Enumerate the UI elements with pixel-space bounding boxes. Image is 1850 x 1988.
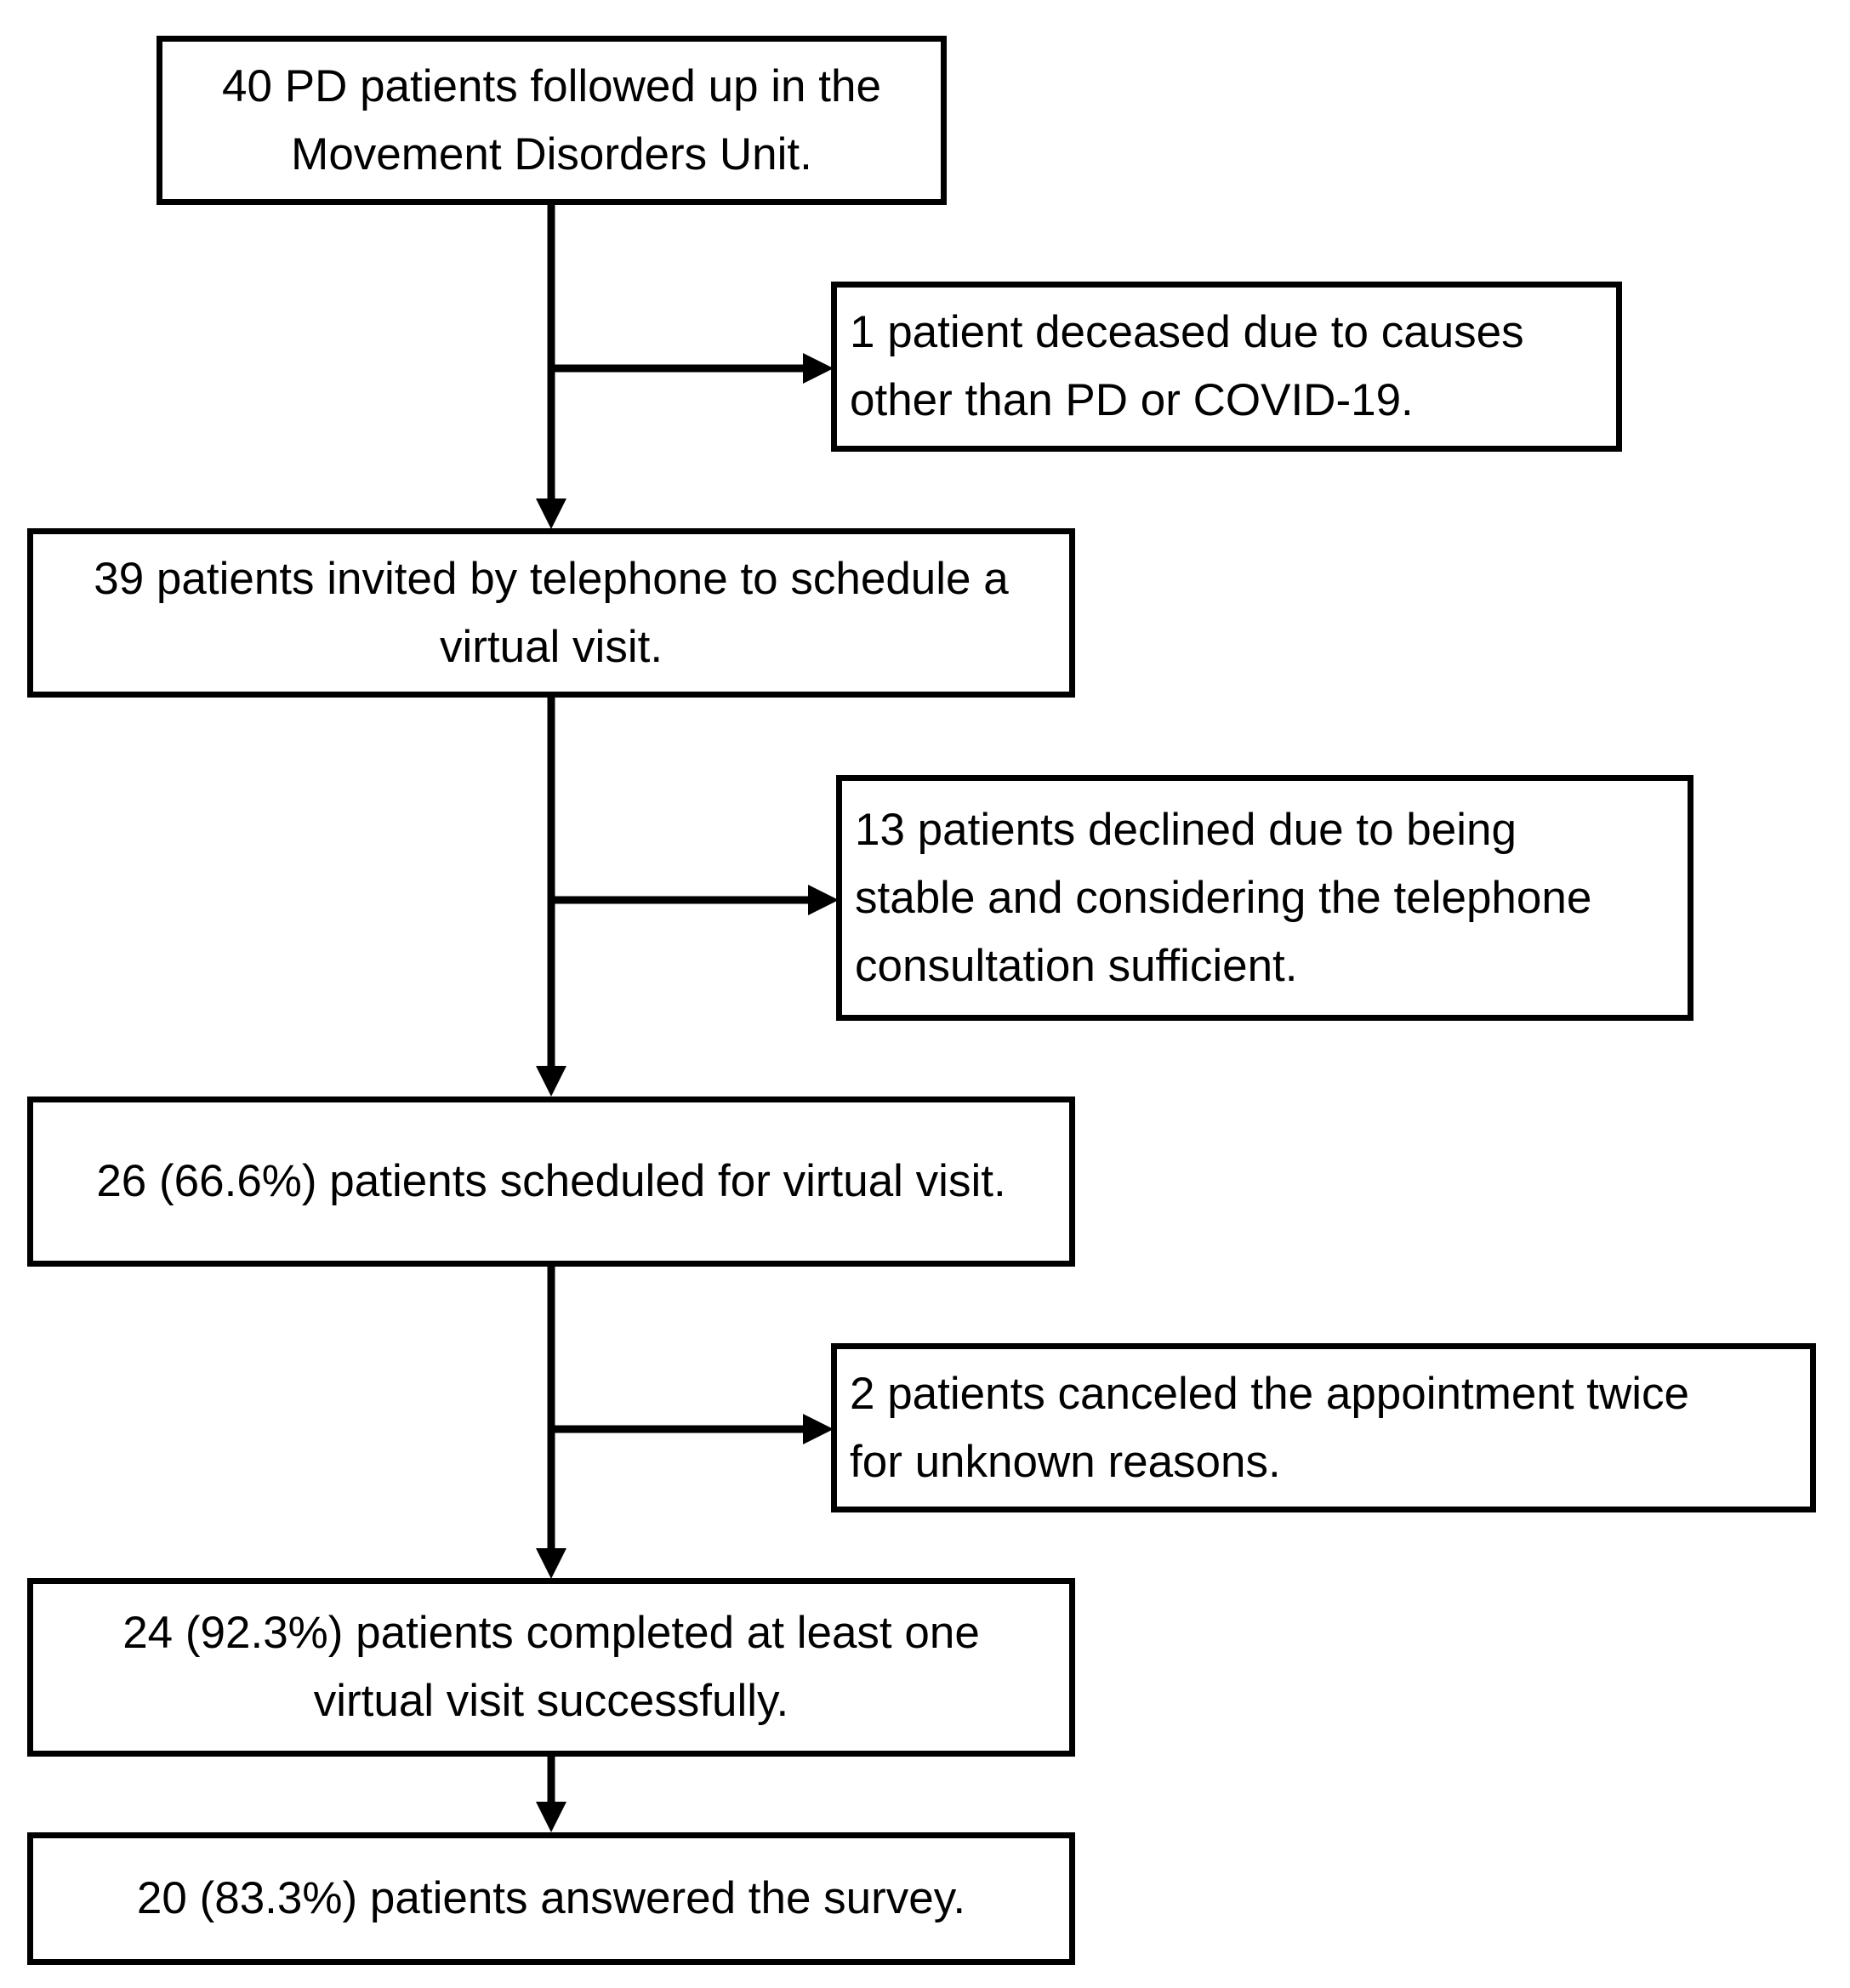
step-text: 40 PD patients followed up in the Moveme…	[222, 53, 881, 189]
step-line: 24 (92.3%) patients completed at least o…	[122, 1608, 980, 1658]
exclusion-text: 1 patient deceased due to causes other t…	[850, 299, 1524, 435]
arrowhead-down-icon	[536, 1066, 566, 1097]
step-line: 26 (66.6%) patients scheduled for virtua…	[96, 1156, 1006, 1206]
exclusion-line: other than PD or COVID-19.	[850, 375, 1414, 425]
step-box-invited: 39 patients invited by telephone to sche…	[27, 528, 1075, 698]
arrowhead-down-icon	[536, 1548, 566, 1579]
exclusion-line: 1 patient deceased due to causes	[850, 307, 1524, 357]
exclusion-text: 13 patients declined due to being stable…	[855, 796, 1591, 1000]
step-text: 20 (83.3%) patients answered the survey.	[137, 1865, 965, 1933]
arrowhead-right-icon	[803, 1414, 834, 1444]
step-line: 40 PD patients followed up in the	[222, 60, 881, 111]
exclusion-text: 2 patients canceled the appointment twic…	[850, 1360, 1689, 1496]
arrowhead-right-icon	[803, 353, 834, 384]
exclusion-line: stable and considering the telephone	[855, 872, 1592, 923]
exclusion-line: 2 patients canceled the appointment twic…	[850, 1368, 1690, 1419]
step-text: 39 patients invited by telephone to sche…	[94, 545, 1009, 681]
step-box-scheduled: 26 (66.6%) patients scheduled for virtua…	[27, 1097, 1075, 1267]
step-line: Movement Disorders Unit.	[291, 128, 812, 179]
step-box-completed: 24 (92.3%) patients completed at least o…	[27, 1578, 1075, 1757]
arrowhead-down-icon	[536, 1802, 566, 1832]
arrowhead-right-icon	[808, 885, 839, 915]
step-box-survey: 20 (83.3%) patients answered the survey.	[27, 1832, 1075, 1965]
exclusion-box-declined: 13 patients declined due to being stable…	[836, 775, 1693, 1021]
step-line: virtual visit.	[439, 621, 663, 672]
step-box-initial-cohort: 40 PD patients followed up in the Moveme…	[157, 36, 947, 205]
arrowheads	[536, 353, 839, 1832]
step-line: 20 (83.3%) patients answered the survey.	[136, 1873, 966, 1923]
exclusion-line: 13 patients declined due to being	[855, 804, 1517, 855]
step-line: virtual visit successfully.	[313, 1676, 789, 1726]
exclusion-line: consultation sufficient.	[855, 940, 1298, 991]
exclusion-box-deceased: 1 patient deceased due to causes other t…	[831, 282, 1622, 452]
step-text: 24 (92.3%) patients completed at least o…	[122, 1599, 980, 1735]
exclusion-line: for unknown reasons.	[850, 1436, 1281, 1487]
arrowhead-down-icon	[536, 498, 566, 529]
step-text: 26 (66.6%) patients scheduled for virtua…	[96, 1148, 1005, 1216]
step-line: 39 patients invited by telephone to sche…	[94, 553, 1009, 604]
exclusion-box-canceled: 2 patients canceled the appointment twic…	[831, 1343, 1816, 1512]
connector-lines	[547, 205, 812, 1805]
